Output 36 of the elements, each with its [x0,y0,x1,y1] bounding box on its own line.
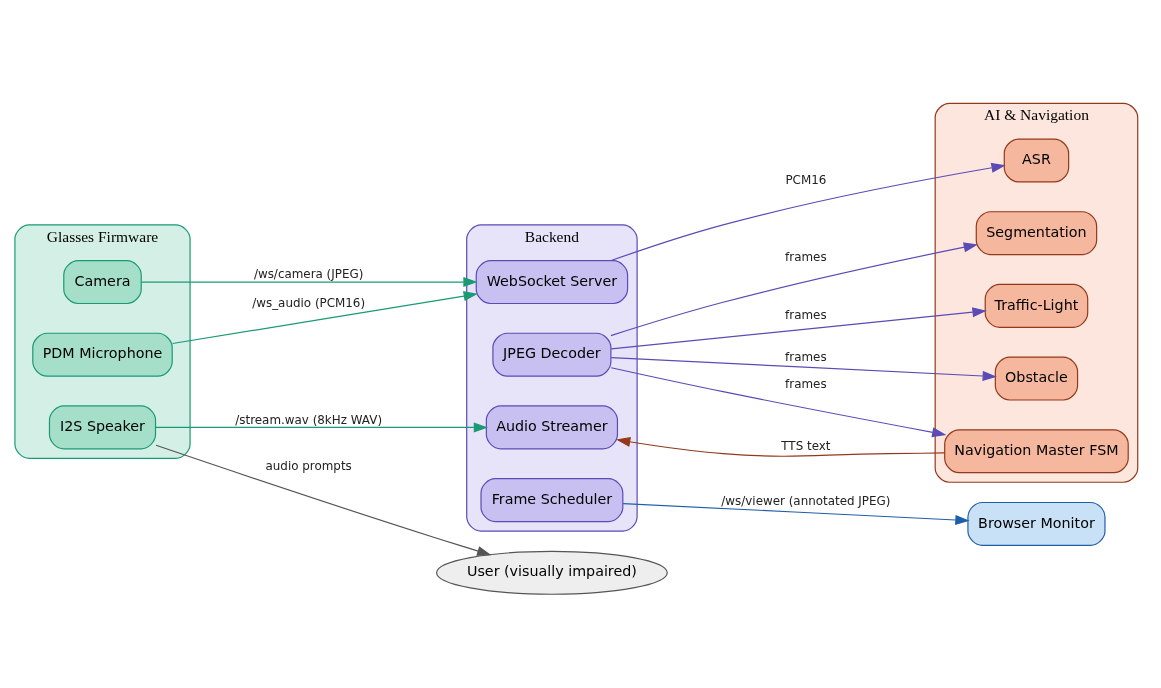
arrow [171,291,478,345]
node-box: I2S Speaker [48,405,157,450]
edge-label: frames [785,377,827,392]
node-box: PDM Microphone [32,332,173,377]
arrow [622,502,970,525]
node-ellipse: User (visually impaired) [435,550,668,595]
node-box: Camera [63,260,142,305]
arrow [610,162,1006,262]
edge-label: /ws/viewer (annotated JPEG) [721,493,891,508]
arrow [155,444,492,556]
node-box: Browser Monitor [967,501,1106,546]
arrow [155,422,489,433]
node-box: JPEG Decoder [492,332,612,377]
node-box: Frame Scheduler [480,478,624,523]
edge-label: frames [785,249,827,264]
edge-label: audio prompts [265,459,352,474]
edge-label: /stream.wav (8kHz WAV) [235,412,383,427]
edge-label: frames [785,307,827,322]
node-box: WebSocket Server [475,260,629,305]
node-box: Traffic-Light [984,283,1089,328]
node-box: Obstacle [994,356,1079,401]
arrow [616,436,946,457]
node-box: Segmentation [975,211,1098,256]
edge-label: frames [785,349,827,364]
node-box: Navigation Master FSM [944,429,1129,474]
edge-label: /ws_audio (PCM16) [252,296,366,311]
arrow [610,307,987,350]
arrow [610,367,947,438]
node-box: ASR [1003,138,1070,183]
node-box: Audio Streamer [485,405,619,450]
arrow [140,277,478,288]
edge-label: /ws/camera (JPEG) [253,267,364,282]
arrow [610,242,978,337]
edge-label: PCM16 [785,173,827,188]
arrow [610,357,997,381]
edge-label: TTS text [781,439,831,454]
